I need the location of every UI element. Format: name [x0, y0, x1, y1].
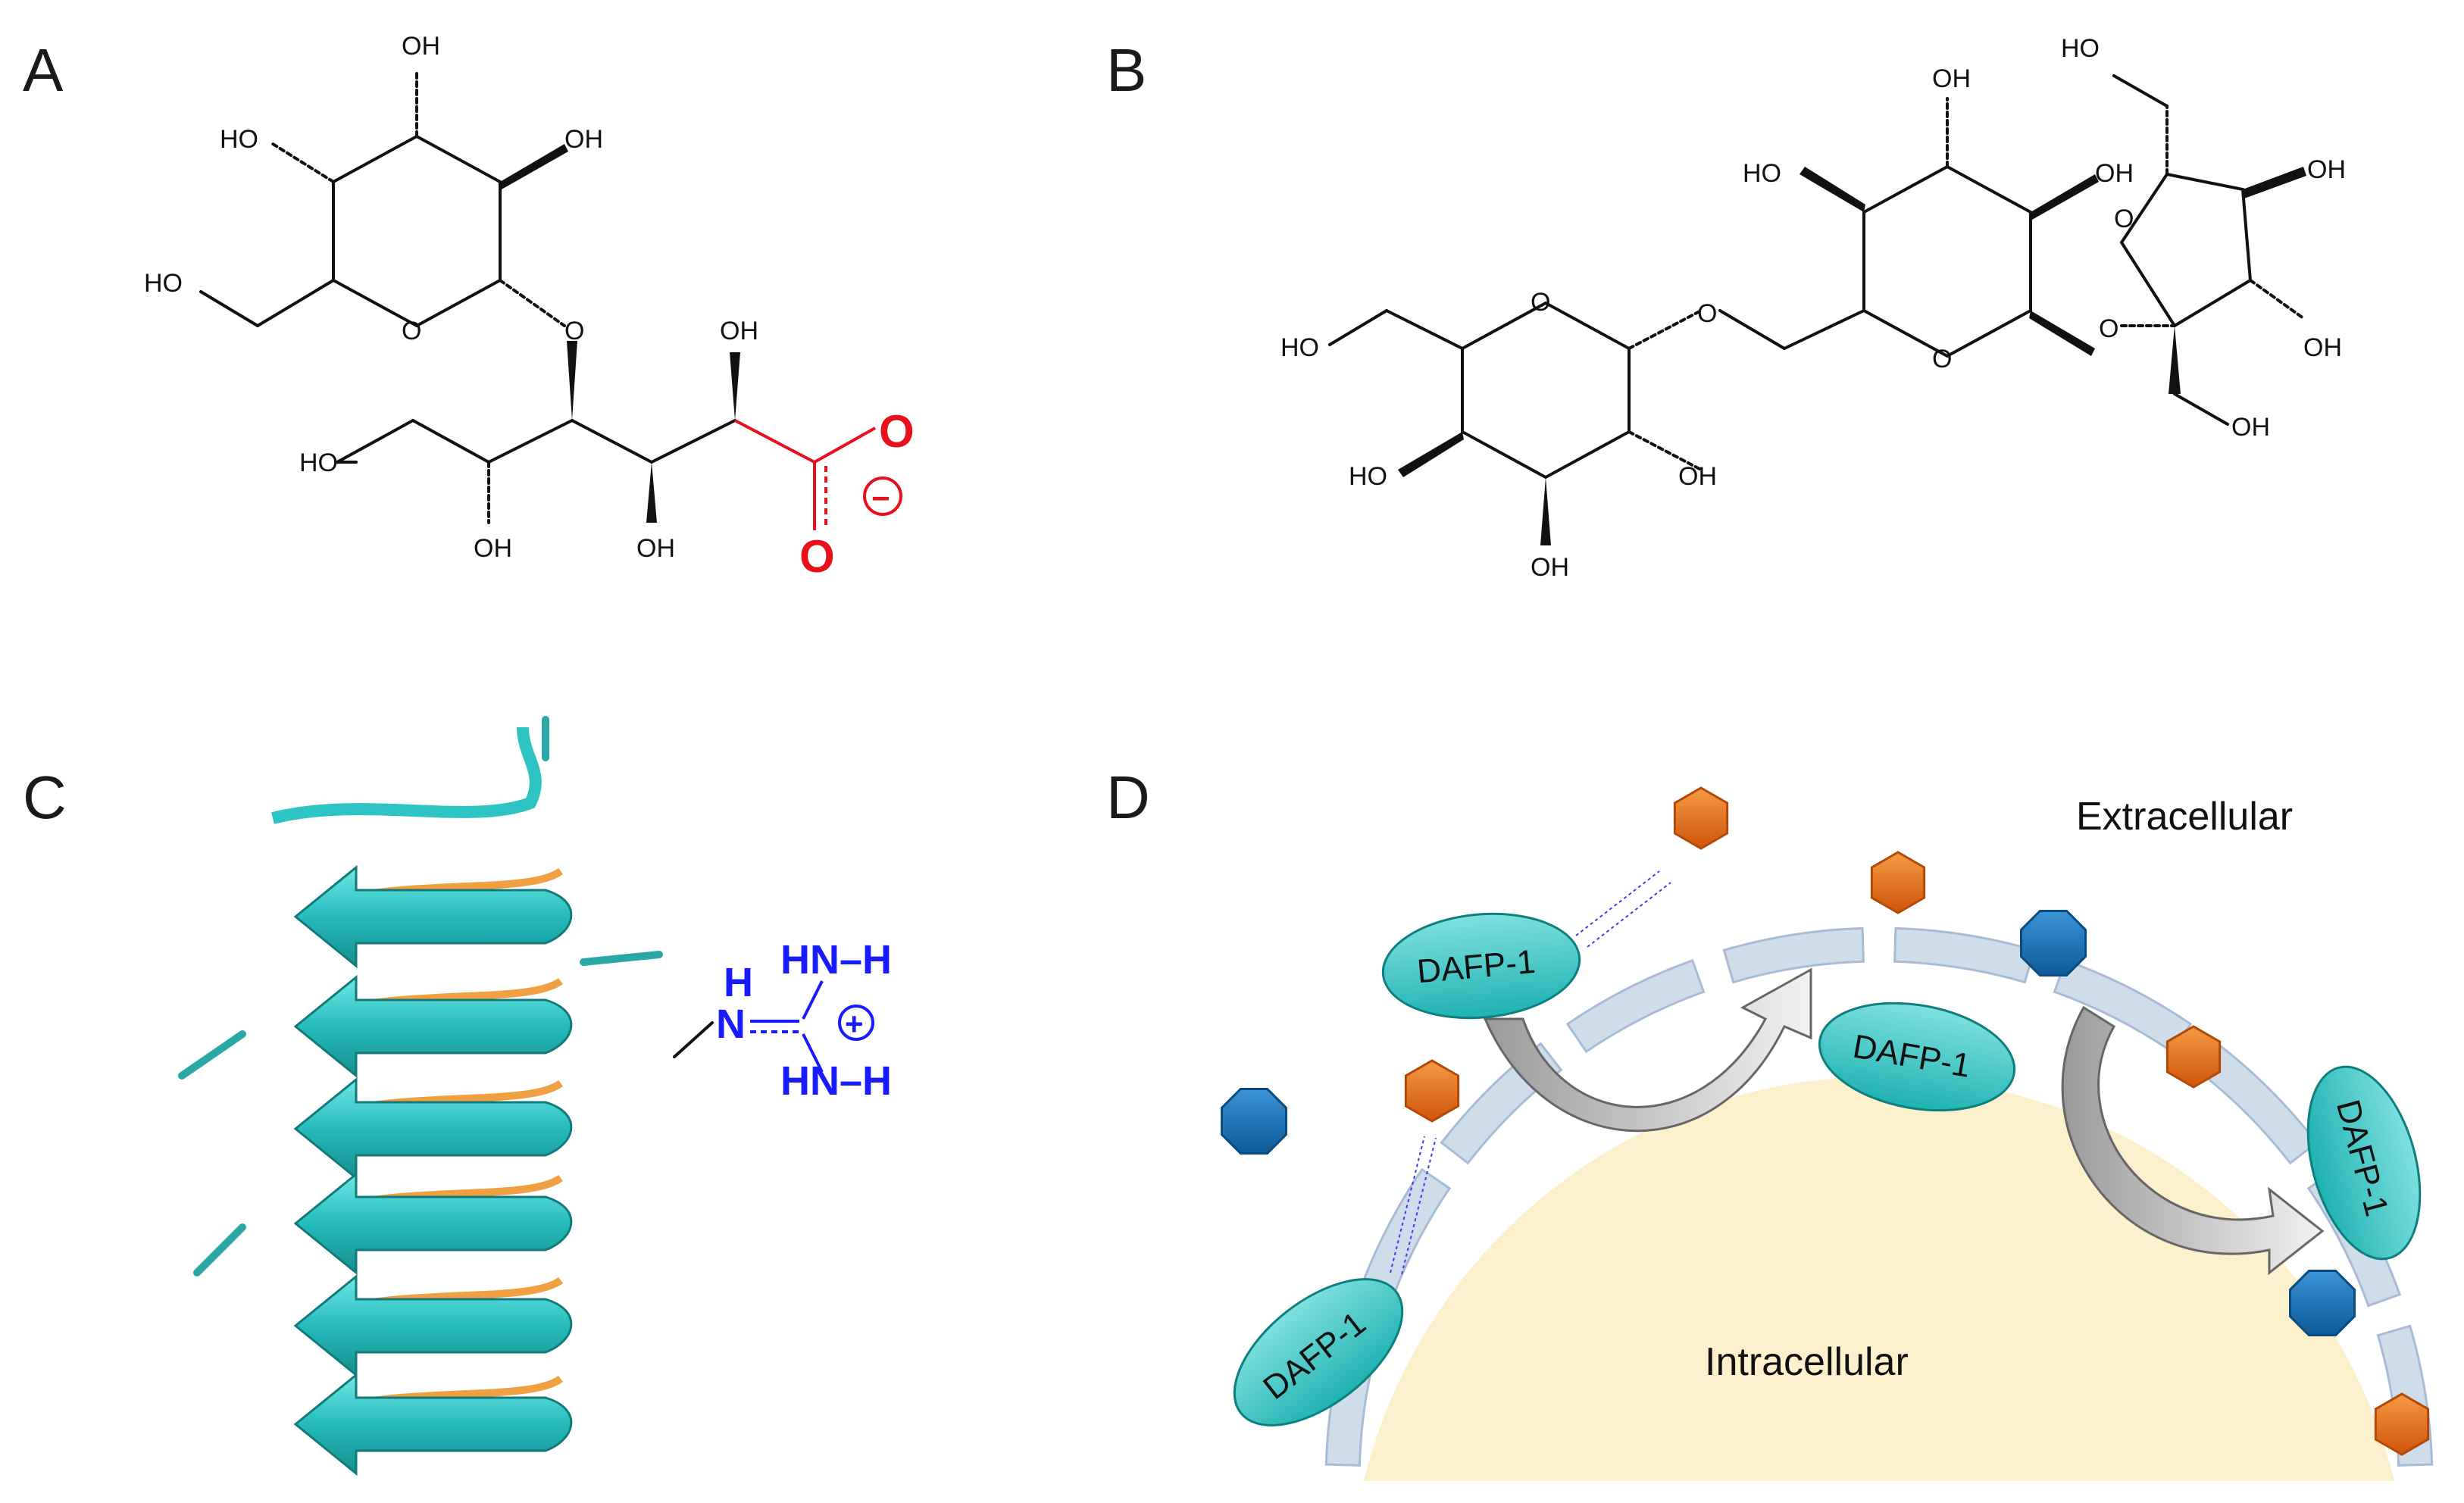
panel-c: C H N HN–H HN–H + — [23, 716, 892, 1476]
binding-link-2 — [1390, 1136, 1437, 1275]
a-atom-oh-right: OH — [564, 125, 603, 154]
helix-strand-2 — [293, 974, 573, 1079]
helix-strand-6 — [293, 1372, 573, 1476]
binding-link-1 — [1575, 870, 1671, 948]
helix-strand-1 — [293, 864, 573, 969]
c-guanidinium-hnh-top: HN–H — [780, 937, 892, 983]
b-atom-oh13: OH — [2303, 333, 2342, 362]
membrane-segment-2 — [1356, 1167, 1452, 1308]
b-atom-o12: O — [2114, 205, 2134, 233]
c-guanidinium-n: N — [716, 1001, 746, 1047]
a-atom-charge: − — [871, 480, 890, 516]
b-atom-o7: O — [1932, 345, 1952, 373]
a-atom-ring-o: O — [402, 317, 421, 345]
a-atom-carboxyl-o2: O — [799, 531, 835, 582]
hexagon-ligand-4 — [1404, 1059, 1460, 1123]
dafp1-protein-4: DAFP-1 — [1233, 1278, 1404, 1426]
b-atom-oh6: OH — [1932, 64, 1971, 93]
extracellular-label: Extracellular — [2076, 795, 2293, 839]
membrane-segment-5 — [1722, 926, 1865, 984]
panel-a: A OH HO — [23, 32, 915, 582]
hexagon-ligand-1 — [1673, 786, 1729, 850]
a-atom-oh-chain2: OH — [474, 534, 512, 563]
dafp1-protein-3: DAFP-1 — [2306, 1065, 2422, 1261]
b-atom-oh15: OH — [2231, 413, 2270, 442]
a-atom-ho-chain: HO — [299, 448, 338, 477]
a-atom-oh-chain1: OH — [720, 317, 758, 345]
b-atom-ho10: HO — [2061, 34, 2100, 63]
cytoplasm — [1364, 1076, 2394, 1481]
a-atom-ho-ch2: HO — [144, 269, 183, 298]
panel-b-label: B — [1106, 36, 1146, 104]
hexagon-ligand-5 — [2374, 1392, 2430, 1456]
membrane-segment-6 — [1893, 926, 2036, 984]
panel-a-label: A — [23, 36, 64, 104]
b-atom-oh4: OH — [1531, 553, 1569, 582]
curved-arrow-left — [1483, 967, 1812, 1133]
b-atom-oh9: OH — [2095, 159, 2134, 188]
panel-b-structure: HO O O HO OH OH HO OH O O OH HO OH O OH … — [1280, 34, 2346, 582]
a-atom-ho-left: HO — [220, 125, 258, 154]
curved-arrow-right — [2061, 1005, 2325, 1276]
b-atom-oh3: OH — [1678, 462, 1717, 491]
panel-b: B — [1106, 34, 2346, 582]
b-atom-o1: O — [1531, 288, 1550, 317]
intracellular-label: Intracellular — [1705, 1340, 1909, 1384]
panel-d: D Extracellular Intracellular DAFP-1 DAF… — [1106, 764, 2434, 1481]
b-atom-ho2: HO — [1349, 462, 1387, 491]
panel-d-label: D — [1106, 764, 1150, 831]
hexagon-ligand-2 — [1870, 851, 1926, 914]
helix-sidechain-3 — [193, 1223, 246, 1276]
helix-strand-3 — [293, 1076, 573, 1181]
helix-loop-top — [271, 727, 542, 824]
helix-strand-4 — [293, 1171, 573, 1276]
hexagon-ligands — [1404, 786, 2430, 1456]
b-atom-oh11: OH — [2307, 155, 2346, 184]
helix-sidechain-1 — [580, 951, 663, 966]
helix-sidechain-2 — [178, 1030, 246, 1080]
panel-c-label: C — [23, 764, 67, 831]
octagon-molecule-2 — [1221, 1088, 1287, 1155]
dafp1-protein-2: DAFP-1 — [1818, 1001, 2016, 1112]
a-atom-carboxyl-o1: O — [879, 406, 915, 457]
c-guanidinium-charge: + — [845, 1006, 864, 1042]
octagon-molecule-3 — [2289, 1270, 2356, 1336]
b-atom-ho1: HO — [1280, 333, 1319, 362]
b-atom-ho5: HO — [1743, 159, 1781, 188]
octagon-molecules — [1221, 910, 2356, 1336]
b-atom-o8: O — [2099, 314, 2118, 343]
a-atom-oh-chain3: OH — [636, 534, 675, 563]
membrane-segment-7 — [2053, 958, 2193, 1054]
b-atom-o2: O — [1697, 299, 1717, 328]
a-atom-link-o: O — [564, 317, 584, 345]
c-guanidinium-h: H — [724, 960, 753, 1005]
octagon-molecule-1 — [2020, 910, 2087, 976]
beta-helix — [178, 716, 663, 1476]
a-atom-oh-top: OH — [402, 32, 440, 61]
dafp1-protein-1: DAFP-1 — [1381, 912, 1581, 1020]
hexagon-ligand-3 — [2165, 1025, 2222, 1089]
panel-a-structure: OH HO OH HO O O OH HO OH OH O O − — [144, 32, 915, 582]
membrane-segment-4 — [1565, 958, 1706, 1054]
guanidinium: H N HN–H HN–H + — [673, 937, 892, 1104]
c-guanidinium-hnh-bottom: HN–H — [780, 1058, 892, 1104]
helix-strand-5 — [293, 1273, 573, 1378]
